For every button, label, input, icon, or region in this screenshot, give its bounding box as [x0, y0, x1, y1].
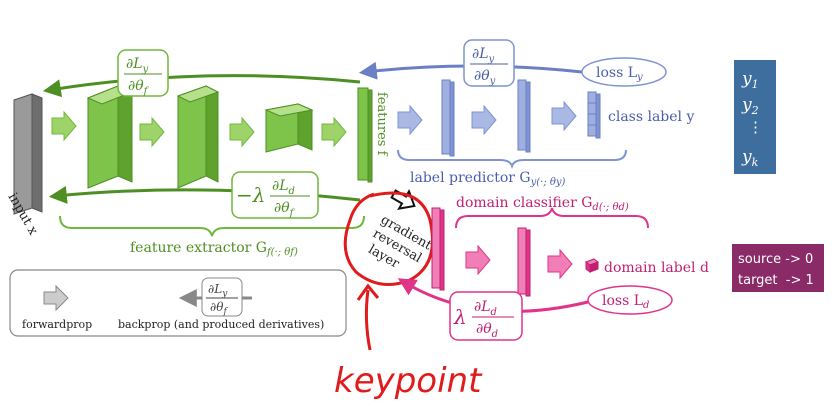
label-predictor-layer-1 — [441, 79, 455, 157]
input-image — [13, 93, 43, 215]
feature-extractor-forward-arrow-3 — [229, 116, 255, 148]
domain-classifier-brace — [455, 207, 649, 229]
derivative-dLy-dtheta-f: ∂Ly ∂θf — [117, 49, 169, 97]
class-output-layer — [587, 91, 601, 139]
feature-extractor-forward-arrow-4 — [321, 116, 347, 148]
domain-classifier-label: domain classifier Gd(·; θd) — [456, 195, 629, 213]
class-label: class label y — [608, 109, 694, 125]
label-predictor-layer-2 — [517, 79, 531, 153]
domain-output-node — [584, 258, 600, 273]
svg-text:∂Ld: ∂Ld — [474, 299, 497, 318]
label-predictor-brace — [397, 149, 627, 170]
forwardprop-legend-label: forwardprop — [22, 318, 92, 331]
svg-text:y2: y2 — [741, 95, 759, 117]
svg-text:yk: yk — [741, 147, 759, 169]
keypoint-pointer-arrowhead — [356, 283, 380, 301]
loss-d-ellipse: loss Ld — [587, 285, 673, 315]
feature-extractor-forward-arrow-1 — [51, 110, 77, 142]
domain-values-box: source -> 0 target -> 1 — [732, 244, 824, 292]
features-label: features f — [374, 92, 389, 157]
keypoint-pointer-arrow — [364, 289, 372, 351]
label-predictor-forward-arrow-2 — [471, 104, 497, 136]
label-predictor-label: label predictor Gy(·; θy) — [410, 170, 566, 188]
legend-box: forwardprop ∂Ly ∂θf backprop (and produc… — [9, 269, 347, 337]
svg-text:loss Ld: loss Ld — [602, 293, 649, 311]
derivative-neg-lambda-dLd-dtheta-f: −λ ∂Ld ∂θf — [231, 171, 319, 219]
derivative-lambda-dLd-dtheta-d: λ ∂Ld ∂θd — [449, 291, 523, 341]
domain-classifier-layer-1 — [431, 207, 445, 291]
svg-text:∂Ld: ∂Ld — [272, 178, 295, 197]
svg-text:λ: λ — [453, 305, 467, 329]
green-backprop-arrow-top — [42, 74, 361, 98]
svg-text:loss Ly: loss Ly — [596, 65, 643, 83]
backprop-legend-label: backprop (and produced derivatives) — [118, 318, 324, 331]
svg-text:∂θf: ∂θf — [274, 200, 296, 219]
domain-classifier-forward-arrow-1 — [465, 244, 491, 276]
feature-extractor-forward-arrow-2 — [139, 116, 165, 148]
backprop-legend-derivative: ∂Ly ∂θf — [201, 277, 243, 317]
label-predictor-forward-arrow-3 — [551, 100, 577, 132]
svg-text:∂θf: ∂θf — [128, 78, 150, 97]
domain-classifier-layer-2 — [517, 227, 531, 297]
svg-text:∂θf: ∂θf — [210, 300, 228, 317]
svg-text:−λ: −λ — [236, 183, 265, 207]
feature-extractor-layer-1 — [86, 85, 134, 189]
svg-text:∂Ly: ∂Ly — [472, 46, 495, 65]
feature-extractor-layer-2 — [176, 85, 220, 189]
gradient-reversal-label: gradient reversal layer — [365, 212, 434, 272]
feature-extractor-label: feature extractor Gf(·; θf) — [130, 240, 298, 258]
loss-y-ellipse: loss Ly — [581, 57, 667, 87]
svg-text:∂θd: ∂θd — [476, 321, 498, 340]
feature-extractor-brace — [59, 215, 365, 237]
svg-text:∂θy: ∂θy — [474, 68, 496, 87]
svg-text:target -> 1: target -> 1 — [738, 273, 814, 288]
domain-classifier-forward-arrow-2 — [547, 248, 573, 280]
label-predictor-forward-arrow-1 — [397, 104, 423, 136]
features-layer — [357, 87, 373, 183]
class-values-box: y1 y2 ⋮ yk — [734, 60, 776, 174]
svg-text:y1: y1 — [741, 69, 759, 91]
keypoint-annotation: keypoint — [334, 361, 483, 401]
green-backprop-arrow-bottom — [48, 185, 361, 204]
svg-text:∂Ly: ∂Ly — [126, 56, 149, 75]
feature-extractor-layer-3 — [264, 103, 314, 153]
svg-text:⋮: ⋮ — [748, 118, 763, 136]
domain-label: domain label d — [604, 260, 709, 276]
svg-text:source -> 0: source -> 0 — [738, 252, 813, 267]
keypoint-circle — [343, 191, 434, 286]
svg-text:∂Ly: ∂Ly — [208, 282, 228, 299]
derivative-dLy-dtheta-y: ∂Ly ∂θy — [463, 39, 515, 87]
forwardprop-legend-arrow — [43, 284, 69, 312]
